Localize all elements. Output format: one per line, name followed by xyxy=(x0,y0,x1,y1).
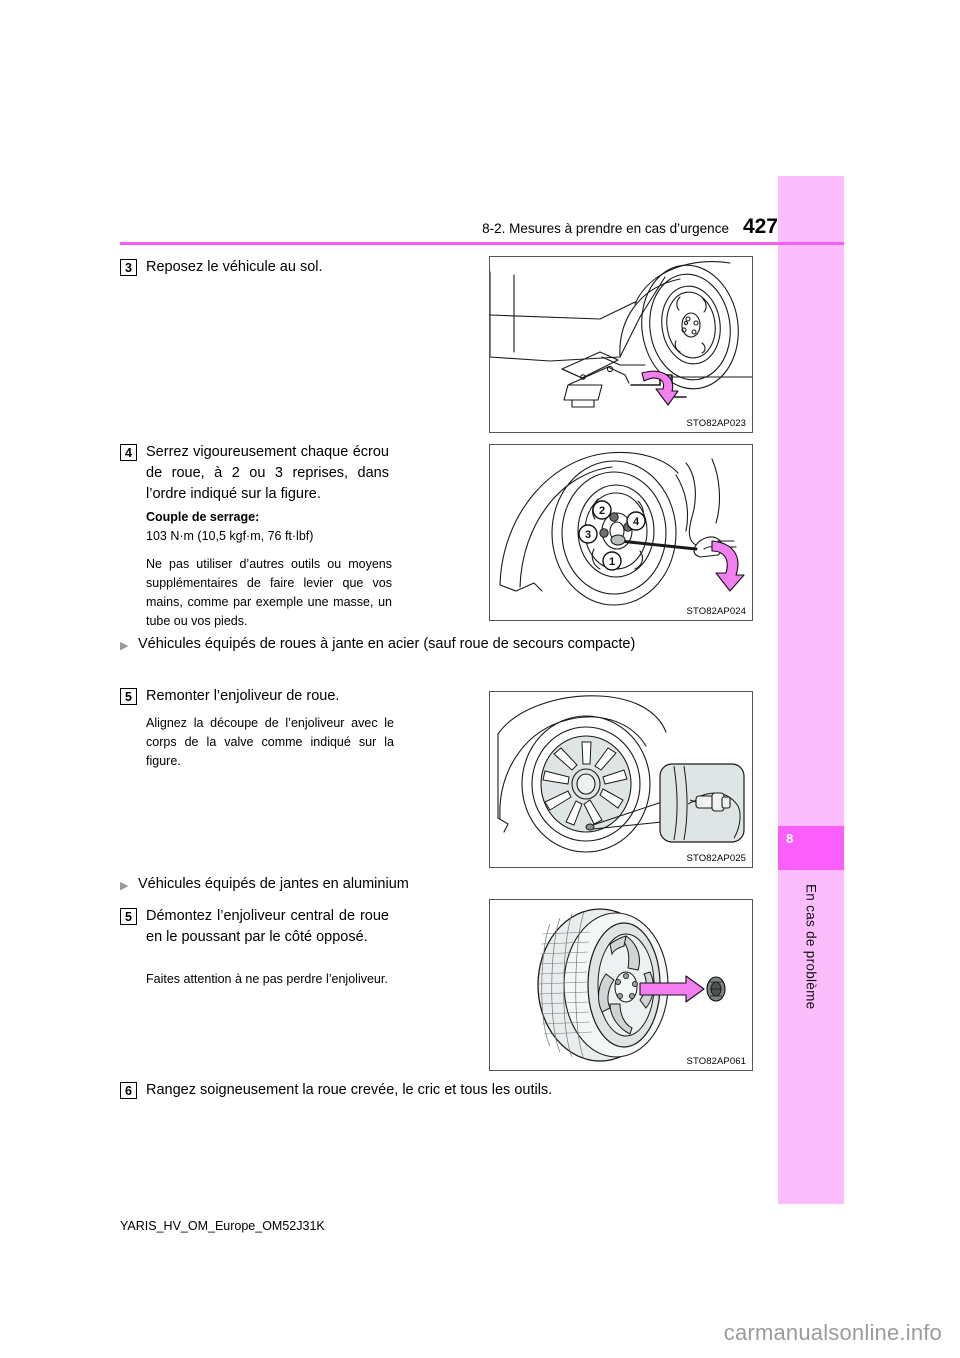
chapter-number: 8 xyxy=(786,831,794,846)
figure-2-code: STO82AP024 xyxy=(685,606,747,617)
chapter-number-block xyxy=(778,826,844,870)
step-5-steel: 5 Remonter l’enjoliveur de roue. xyxy=(120,686,450,707)
bullet-steel-wheels: ▶ Véhicules équipés de roues à jante en … xyxy=(120,634,770,655)
bullet-triangle-icon: ▶ xyxy=(120,640,129,652)
step-5-alloy-text: Démontez l’enjoliveur central de roue en… xyxy=(146,908,389,945)
figure-4-code: STO82AP061 xyxy=(685,1056,747,1067)
step-3-number: 3 xyxy=(120,259,137,276)
bullet-steel-wheels-text: Véhicules équipés de roues à jante en ac… xyxy=(138,636,636,652)
header-section-title: 8-2. Mesures à prendre en cas d’urgence xyxy=(482,221,729,236)
callout-4: 4 xyxy=(633,516,640,528)
step-6-number: 6 xyxy=(120,1082,137,1099)
chapter-label-text: En cas de problème xyxy=(803,884,819,1010)
callout-2: 2 xyxy=(599,505,605,517)
step-5-steel-number: 5 xyxy=(120,688,137,705)
figure-3-code: STO82AP025 xyxy=(685,853,747,864)
step-3: 3 Reposez le véhicule au sol. xyxy=(120,257,450,278)
step-5-steel-text: Remonter l’enjoliveur de roue. xyxy=(146,688,340,704)
step-4: 4 Serrez vigoureusement chaque écrou de … xyxy=(120,442,390,505)
page-number: 427 xyxy=(742,215,778,238)
torque-value: 103 N·m (10,5 kgf·m, 76 ft·lbf) xyxy=(146,529,314,543)
step-5-alloy-number: 5 xyxy=(120,908,137,925)
step-5-alloy-note: Faites attention à ne pas perdre l’enjol… xyxy=(146,972,388,986)
bullet-alloy-wheels: ▶ Véhicules équipés de jantes en alumini… xyxy=(120,874,770,895)
figure-alloy-center-cap: STO82AP061 xyxy=(489,899,753,1071)
callout-1: 1 xyxy=(609,556,615,568)
step-6-text: Rangez soigneusement la roue crevée, le … xyxy=(146,1082,553,1098)
step-4-number: 4 xyxy=(120,444,137,461)
figure-lug-nut-order: 2 4 3 1 STO82AP024 xyxy=(489,444,753,621)
callout-3: 3 xyxy=(585,529,591,541)
chapter-label: En cas de problème xyxy=(778,884,844,1144)
figure-wheel-cover-valve: STO82AP025 xyxy=(489,691,753,868)
document-code: YARIS_HV_OM_Europe_OM52J31K xyxy=(120,1219,325,1233)
page-content: 3 Reposez le véhicule au sol. 4 Serrez v… xyxy=(120,250,770,1130)
step-6: 6 Rangez soigneusement la roue crevée, l… xyxy=(120,1080,760,1101)
step-4-text: Serrez vigoureusement chaque écrou de ro… xyxy=(146,444,389,502)
step-5-steel-note: Alignez la découpe de l’enjoliveur avec … xyxy=(146,716,394,768)
header-divider xyxy=(120,242,844,245)
step-4-warning: Ne pas utiliser d’autres outils ou moyen… xyxy=(146,557,392,628)
figure-1-code: STO82AP023 xyxy=(685,418,747,429)
step-5-alloy: 5 Démontez l’enjoliveur central de roue … xyxy=(120,906,390,948)
bullet-triangle-icon-2: ▶ xyxy=(120,880,129,892)
page-header: 8-2. Mesures à prendre en cas d’urgence … xyxy=(120,212,778,238)
bullet-alloy-wheels-text: Véhicules équipés de jantes en aluminium xyxy=(138,876,409,892)
watermark: carmanualsonline.info xyxy=(723,1320,942,1345)
figure-vehicle-lowering: STO82AP023 xyxy=(489,256,753,433)
step-3-text: Reposez le véhicule au sol. xyxy=(146,259,323,275)
chapter-tab-strip xyxy=(778,176,844,1204)
torque-heading: Couple de serrage: xyxy=(146,510,260,524)
